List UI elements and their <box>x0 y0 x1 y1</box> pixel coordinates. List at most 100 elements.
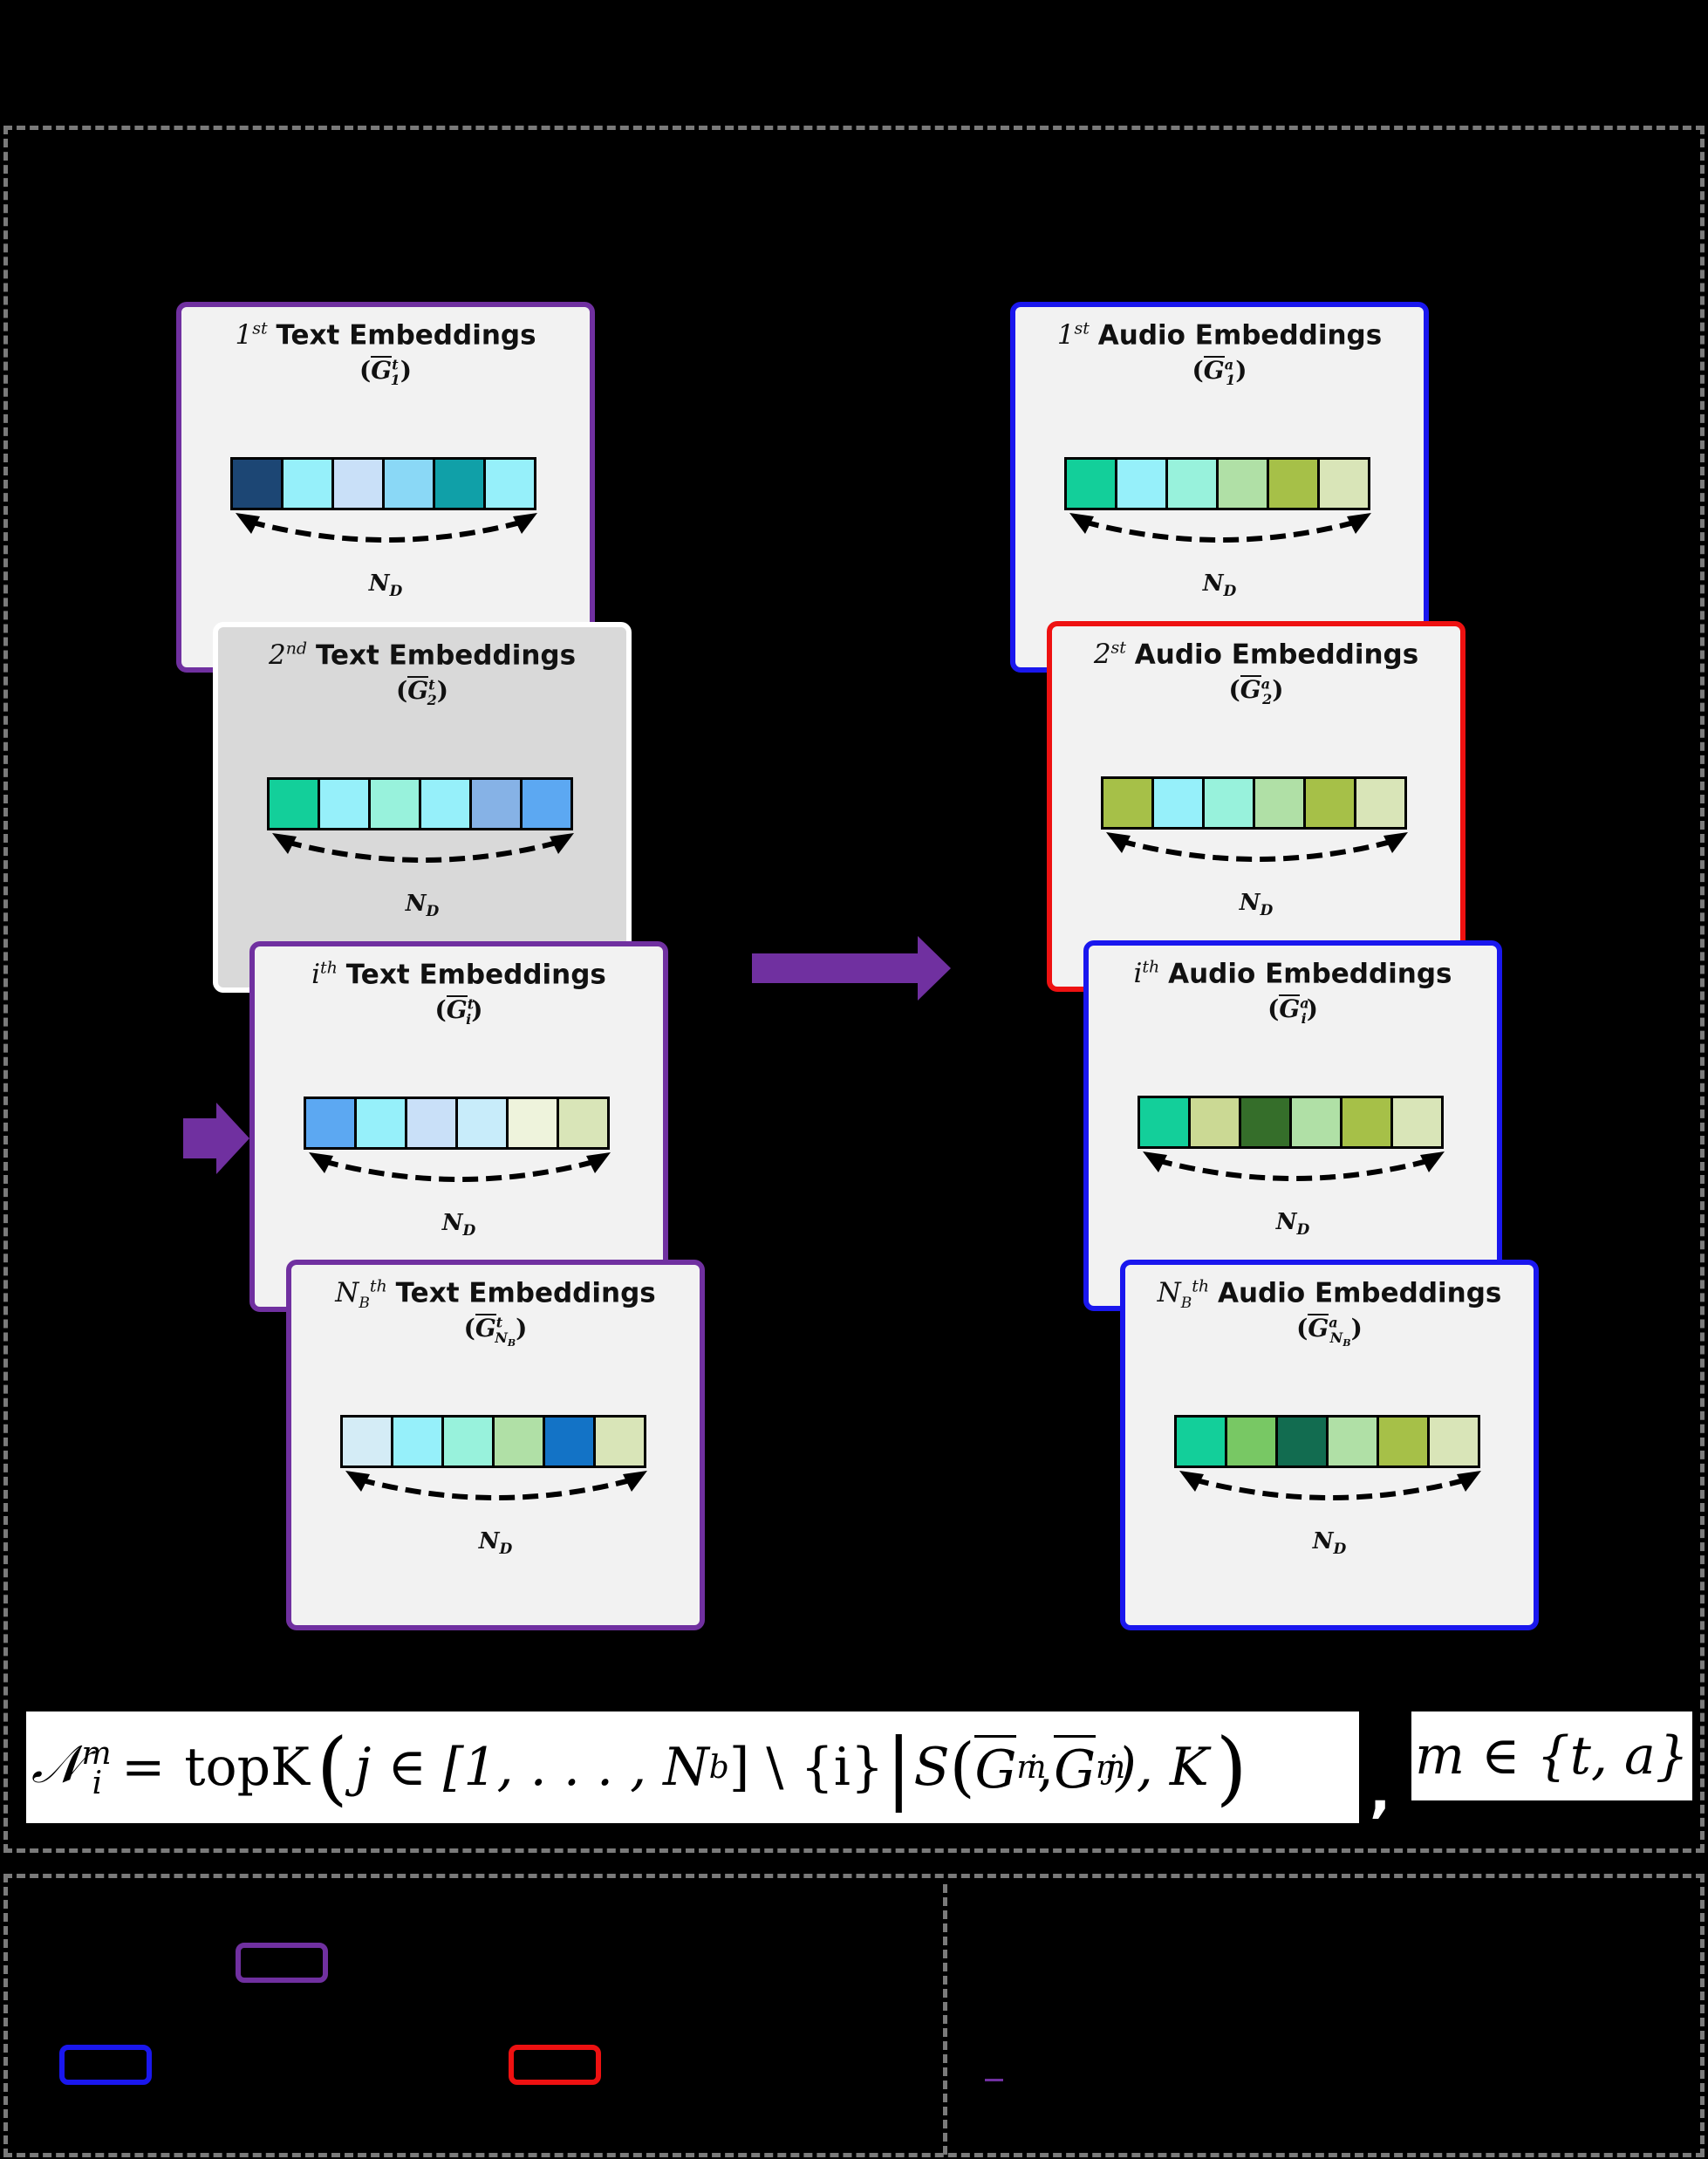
text-embedding-card-i: ith Text Embeddings(Gti)ND <box>249 941 668 1312</box>
audio-card-1-vector-cell-1 <box>1067 460 1115 508</box>
audio-card-4-vector-cell-2 <box>1227 1418 1275 1466</box>
audio-card-3-vector-cell-4 <box>1292 1098 1340 1146</box>
audio-card-1-title: 1st Audio Embeddings <box>1015 319 1424 351</box>
text-card-4-ordinal-suffix: th <box>369 1277 387 1296</box>
legend-panel-frame <box>3 1874 1705 2157</box>
audio-card-4-dimension-label: ND <box>1125 1528 1534 1558</box>
text-card-3-ordinal: ith <box>311 959 338 990</box>
audio-card-1-dimension-sub: D <box>1223 583 1237 601</box>
text-card-3-symbol: (Gti) <box>434 995 483 1028</box>
audio-card-4-vector-cell-4 <box>1329 1418 1377 1466</box>
audio-card-4-vector-cell-5 <box>1379 1418 1427 1466</box>
formula-similarity: S <box>913 1737 950 1798</box>
audio-card-2-dimension-label: ND <box>1052 890 1460 919</box>
audio-card-3-symbol: (Gai) <box>1267 994 1318 1027</box>
audio-card-4-vector-cell-1 <box>1177 1418 1225 1466</box>
audio-card-4-symbol-sub-sub: B <box>1342 1336 1351 1349</box>
text-card-4-vector-cell-6 <box>596 1418 644 1466</box>
text-card-3-title: ith Text Embeddings <box>255 959 663 990</box>
text-card-2-vector-cell-6 <box>523 780 570 828</box>
formula-open-paren: ( <box>316 1720 348 1814</box>
audio-card-4-dimension-sub: D <box>1333 1541 1347 1559</box>
audio-card-3-vector-cell-3 <box>1241 1098 1289 1146</box>
text-card-1-symbol-sup: t <box>392 356 399 373</box>
modality-domain: m ∈ {t, a} <box>1411 1711 1692 1800</box>
text-card-2-symbol-g: G <box>407 676 429 705</box>
text-card-1-vector-cell-4 <box>385 460 433 508</box>
audio-card-1-symbol-sup: a <box>1224 356 1234 373</box>
text-card-4-ordinal: NBth <box>335 1277 387 1313</box>
text-card-2-vector-cell-4 <box>421 780 469 828</box>
text-card-2-dimension-n: N <box>405 891 427 917</box>
audio-card-1-dimension-arrow-icon <box>1069 513 1371 543</box>
legend-mark <box>985 2079 1003 2081</box>
text-card-2-title: 2nd Text Embeddings <box>218 639 626 671</box>
formula-tail: ), K <box>1116 1737 1209 1798</box>
text-card-3-vector-cell-5 <box>509 1099 557 1147</box>
mapping-arrow-icon <box>752 936 951 1001</box>
formula-sep: , <box>1037 1737 1055 1798</box>
audio-card-3-vector-cell-6 <box>1393 1098 1441 1146</box>
text-card-3-dimension-sub: D <box>462 1222 476 1240</box>
text-card-1-vector-cell-2 <box>284 460 331 508</box>
text-card-4-label: Text Embeddings <box>395 1277 656 1309</box>
formula-g-j: G <box>1054 1734 1097 1800</box>
audio-embedding-card-2: 2st Audio Embeddings(Ga2)ND <box>1047 621 1465 992</box>
text-card-4-symbol-sub-sub: B <box>507 1336 516 1349</box>
audio-card-2-vector-cell-1 <box>1103 779 1151 827</box>
text-card-3-vector-cell-1 <box>306 1099 354 1147</box>
formula-lhs-sup: m <box>81 1735 112 1772</box>
audio-card-4-title: NBth Audio Embeddings <box>1125 1277 1534 1313</box>
formula-equals: = <box>121 1737 166 1798</box>
audio-card-4-dimension-arrow-icon <box>1179 1471 1481 1500</box>
text-card-1-vector-cell-3 <box>334 460 382 508</box>
legend-purple-box <box>236 1943 328 1983</box>
text-card-1-label: Text Embeddings <box>276 319 536 352</box>
text-embedding-card-1: 1st Text Embeddings(Gt1)ND <box>176 302 595 673</box>
text-card-4-vector-cell-3 <box>444 1418 492 1466</box>
formula-g-j-sup: m <box>1096 1749 1126 1786</box>
text-card-3-ordinal-suffix: th <box>320 959 338 978</box>
audio-card-4-vector <box>1174 1415 1480 1468</box>
modality-domain-text: m ∈ {t, a} <box>1415 1725 1689 1787</box>
text-card-4-title: NBth Text Embeddings <box>291 1277 700 1313</box>
formula-index-range: j ∈ [1, . . . , N <box>354 1737 709 1798</box>
text-card-2-vector-cell-3 <box>371 780 419 828</box>
audio-card-4-symbol-sup: a <box>1329 1314 1338 1331</box>
audio-card-2-symbol-sub: 2 <box>1262 690 1273 707</box>
audio-card-1-dimension-n: N <box>1202 570 1224 597</box>
text-card-1-ordinal-suffix: st <box>252 319 268 338</box>
audio-card-3-ordinal-suffix: th <box>1142 958 1160 977</box>
text-card-1-dimension-n: N <box>368 570 390 597</box>
text-card-2-symbol-sup: t <box>428 676 435 693</box>
text-card-2-vector-cell-1 <box>270 780 318 828</box>
text-card-2-vector-cell-5 <box>472 780 520 828</box>
formula-bar: | <box>885 1721 912 1814</box>
text-card-3-ordinal-value: i <box>311 959 321 991</box>
text-card-2-vector-cell-2 <box>320 780 368 828</box>
text-card-4-dimension-n: N <box>478 1528 500 1554</box>
audio-card-3-symbol-g: G <box>1279 994 1301 1023</box>
text-card-4-vector-cell-4 <box>495 1418 543 1466</box>
audio-card-3-dimension-n: N <box>1275 1209 1297 1235</box>
text-card-4-symbol-sub: NB <box>495 1329 516 1349</box>
formula-g-i-sub: i <box>1027 1749 1038 1786</box>
formula-g-i: G <box>974 1734 1017 1800</box>
audio-card-1-vector-cell-6 <box>1320 460 1368 508</box>
audio-card-1-label: Audio Embeddings <box>1097 319 1383 352</box>
text-card-2-ordinal: 2nd <box>269 639 307 671</box>
audio-card-2-symbol: (Ga2) <box>1228 675 1284 707</box>
selection-arrow-icon <box>183 1103 249 1174</box>
text-card-1-ordinal-value: 1 <box>235 319 253 352</box>
text-card-3-symbol-sub: i <box>466 1010 472 1028</box>
formula-close-paren: ) <box>1215 1720 1247 1814</box>
audio-card-2-dimension-sub: D <box>1260 902 1274 920</box>
audio-card-4-vector-cell-3 <box>1278 1418 1326 1466</box>
text-card-2-dimension-label: ND <box>218 891 626 920</box>
audio-card-3-dimension-label: ND <box>1089 1209 1497 1239</box>
text-card-1-dimension-arrow-icon <box>236 513 537 543</box>
text-card-2-vector <box>267 777 573 830</box>
audio-card-1-symbol-g: G <box>1203 356 1225 385</box>
